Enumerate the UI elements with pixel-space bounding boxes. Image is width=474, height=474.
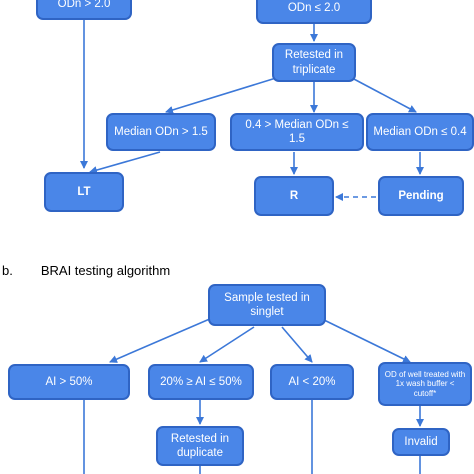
node-ai-range: 20% ≥ AI ≤ 50%	[148, 364, 254, 400]
node-sample-singlet: Sample tested in singlet	[208, 284, 326, 326]
node-median-gt-1-5: Median ODn > 1.5	[106, 113, 216, 151]
node-invalid: Invalid	[392, 428, 450, 456]
node-retest-duplicate: Retested in duplicate	[156, 426, 244, 466]
section-b-letter: b.	[2, 263, 13, 278]
section-b-label: b. BRAI testing algorithm	[2, 263, 170, 278]
arrow-median-gt-to-lt	[89, 151, 161, 174]
node-ai-lt-20: AI < 20%	[270, 364, 354, 400]
arrow-retest-to-median-gt	[165, 77, 277, 114]
node-median-le-0-4: Median ODn ≤ 0.4	[366, 113, 474, 151]
node-odn-le-2: ODn ≤ 2.0	[256, 0, 372, 24]
arrow-sample-to-wash	[319, 317, 411, 363]
section-b-title: BRAI testing algorithm	[40, 263, 171, 278]
node-median-range: 0.4 > Median ODn ≤ 1.5	[230, 113, 364, 151]
node-odn-gt-2: ODn > 2.0	[36, 0, 132, 20]
arrow-retest-to-median-le	[351, 77, 417, 113]
node-lt: LT	[44, 172, 124, 212]
node-wash-buffer: OD of well treated with 1x wash buffer <…	[378, 362, 472, 406]
node-pending: Pending	[378, 176, 464, 216]
node-ai-gt-50: AI > 50%	[8, 364, 130, 400]
arrow-sample-to-ai-gt50	[109, 317, 213, 363]
arrow-sample-to-ai-lt20	[281, 326, 313, 363]
node-r: R	[254, 176, 334, 216]
arrow-sample-to-ai-range	[199, 326, 255, 363]
node-retest-triplicate: Retested in triplicate	[272, 43, 356, 82]
